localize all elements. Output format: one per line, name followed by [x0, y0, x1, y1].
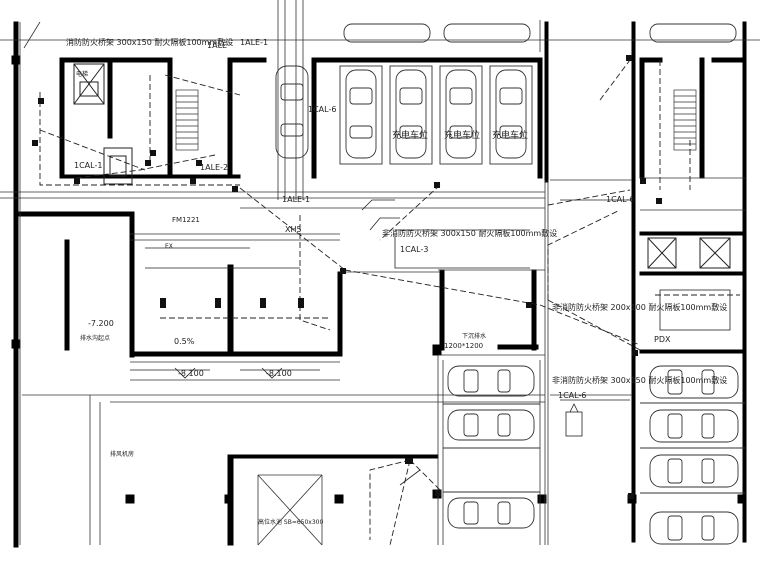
tray-label-mid: 非消防防火桥架 300x150 耐火隔板100mm敷设 [382, 228, 557, 238]
slope-label: 0.5% [174, 337, 195, 346]
tray-label-lower: 非消防防火桥架 300x150 耐火隔板100mm敷设 [552, 375, 727, 385]
wiring-routes [39, 59, 740, 546]
tray-label-right: 非消防防火桥架 200x100 耐火隔板100mm敷设 [552, 302, 727, 312]
pdx-label: PDX [654, 335, 671, 344]
elevation-label-2: -8.100 [178, 369, 204, 378]
feeder-lines [145, 199, 731, 486]
mid-note: 下沉排水 [462, 332, 486, 340]
elevation-markers [130, 367, 320, 379]
fixture-symbols [32, 55, 662, 499]
charge-label-2: 充电车位 [444, 129, 480, 141]
ex-label: EX [165, 243, 173, 250]
cal-label-left: 1CAL-1 [74, 161, 102, 170]
elevation-label-1: -7.200 [88, 319, 114, 328]
cal-label-mid: 1CAL-3 [400, 245, 428, 254]
xh5-label: XH5 [285, 225, 302, 234]
ale-label-a: 1ALE [207, 41, 227, 50]
charge-label-3: 充电车位 [492, 129, 528, 141]
small-note-1: 排风机房 [110, 450, 134, 458]
fm-label: FM1221 [172, 216, 200, 224]
charge-label-1: 充电车位 [392, 129, 428, 141]
tray-label-top: 消防防火桥架 300x150 耐火隔板100mm敷设 [66, 37, 233, 47]
elevator-shafts [73, 63, 731, 269]
elevation-label-3: -8.100 [266, 369, 292, 378]
ale-label-2: 1ALE-2 [200, 163, 228, 172]
parking-stalls-top [275, 23, 737, 165]
opening-dimension: 1200*1200 [444, 342, 483, 350]
ale-label-c: 1ALE-1 [282, 195, 310, 204]
room-note: 排水沟起点 [80, 334, 110, 342]
structural-walls [11, 21, 747, 548]
cal-label-lower: 1CAL-6 [558, 391, 586, 400]
cal-label-right: 1CAL-6 [606, 195, 634, 204]
bottom-note: 高位水池 SB=650x300 [258, 518, 323, 526]
labels: 消防防火桥架 300x150 耐火隔板100mm敷设 1ALE 1ALE-1 1… [66, 37, 727, 526]
stairs [175, 89, 697, 151]
ale-label-b: 1ALE-1 [240, 38, 268, 47]
cal-label-top: 1CAL-6 [308, 105, 336, 114]
parking-stalls-horizontal [443, 365, 745, 545]
lift-label: 电梯 [76, 70, 88, 78]
